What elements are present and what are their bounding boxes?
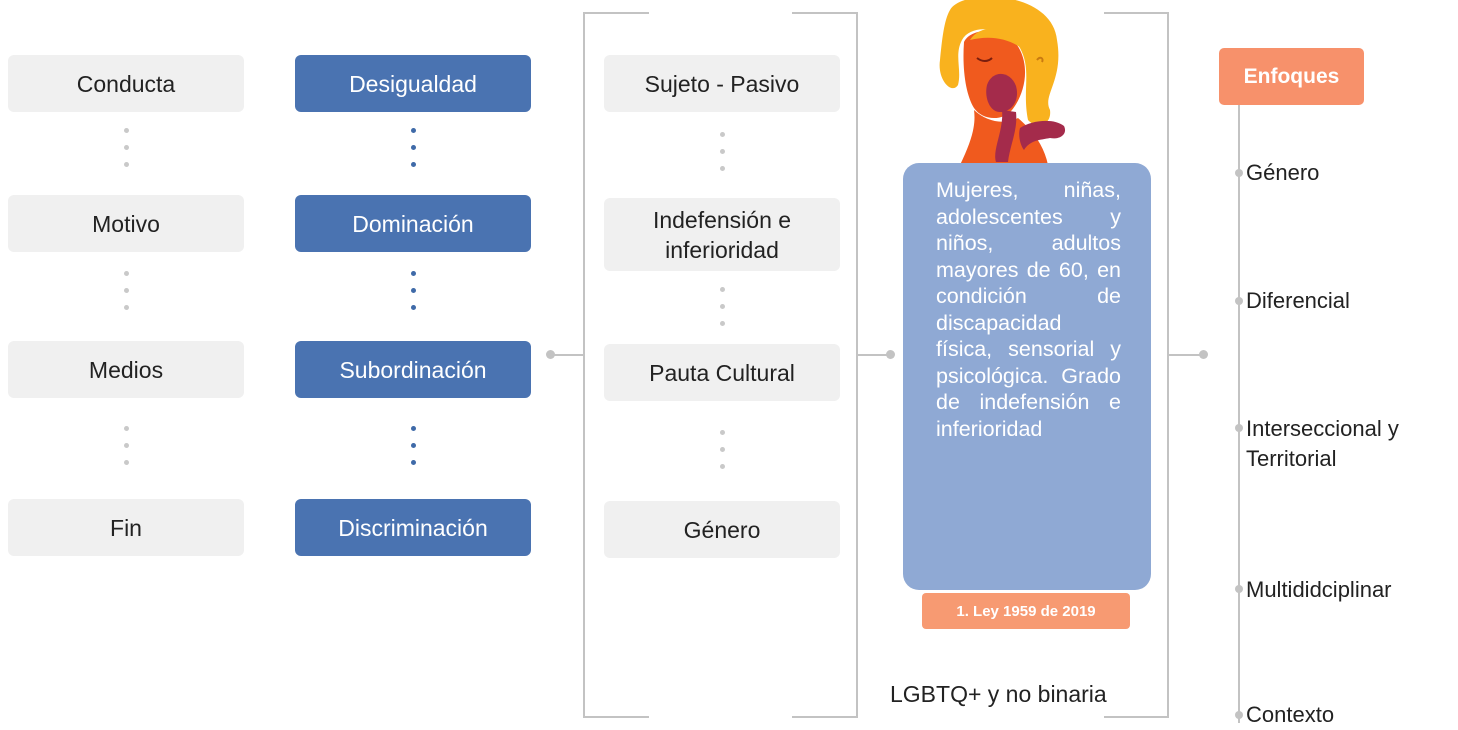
timeline-dot (1235, 585, 1243, 593)
bracket-left-bottom (583, 716, 649, 718)
column-2-item-dominacion: Dominación (295, 195, 531, 252)
bracket-right-bottom (792, 716, 858, 718)
connector-dots (720, 132, 726, 183)
connector-endpoint (886, 350, 895, 359)
connector-dots (124, 271, 130, 322)
bracket-right-top (792, 12, 858, 14)
column-2-item-subordinacion: Subordinación (295, 341, 531, 398)
enfoques-header: Enfoques (1219, 48, 1364, 105)
enfoque-multidisciplinar: Multididciplinar (1246, 577, 1392, 602)
enfoque-contexto: Contexto (1246, 702, 1335, 727)
connector-line (858, 354, 890, 356)
connector-dots (411, 426, 417, 477)
bracket-2-right-vertical (1167, 12, 1169, 718)
timeline-dot (1235, 424, 1243, 432)
column-1-item-conducta: Conducta (8, 55, 244, 112)
connector-line (1169, 354, 1203, 356)
column-2-item-desigualdad: Desigualdad (295, 55, 531, 112)
target-population-text: Mujeres, niñas, adolescentes y niños, ad… (936, 178, 1121, 441)
connector-dots (411, 128, 417, 179)
bracket-right-vertical (856, 12, 858, 718)
timeline-dot (1235, 711, 1243, 719)
bracket-2-right-bottom (1104, 716, 1169, 718)
column-1-item-medios: Medios (8, 341, 244, 398)
column-1-item-motivo: Motivo (8, 195, 244, 252)
bracket-2-right-top (1104, 12, 1169, 14)
woman-covering-face-illustration (939, 0, 1066, 165)
column-3-item-indefension: Indefensión e inferioridad (604, 198, 840, 271)
connector-dots (124, 128, 130, 179)
connector-dots (411, 271, 417, 322)
column-2-item-discriminacion: Discriminación (295, 499, 531, 556)
column-3-item-sujeto-pasivo: Sujeto - Pasivo (604, 55, 840, 112)
lgbtq-caption: LGBTQ+ y no binaria (890, 681, 1107, 707)
enfoque-diferencial: Diferencial (1246, 288, 1350, 313)
connector-endpoint (546, 350, 555, 359)
timeline-dot (1235, 297, 1243, 305)
target-population-box: Mujeres, niñas, adolescentes y niños, ad… (903, 163, 1151, 590)
connector-dots (124, 426, 130, 477)
column-3-item-pauta-cultural: Pauta Cultural (604, 344, 840, 401)
bracket-left-top (583, 12, 649, 14)
law-reference-tag: 1. Ley 1959 de 2019 (922, 593, 1130, 629)
connector-dots (720, 287, 726, 338)
enfoques-timeline-line (1238, 105, 1240, 723)
column-1-item-fin: Fin (8, 499, 244, 556)
column-3-item-genero: Género (604, 501, 840, 558)
timeline-dot (1235, 169, 1243, 177)
enfoque-interseccional: Interseccional y Territorial (1246, 416, 1399, 471)
connector-dots (720, 430, 726, 481)
enfoque-genero: Género (1246, 160, 1320, 185)
connector-endpoint (1199, 350, 1208, 359)
bracket-left-vertical (583, 12, 585, 718)
connector-line (551, 354, 583, 356)
